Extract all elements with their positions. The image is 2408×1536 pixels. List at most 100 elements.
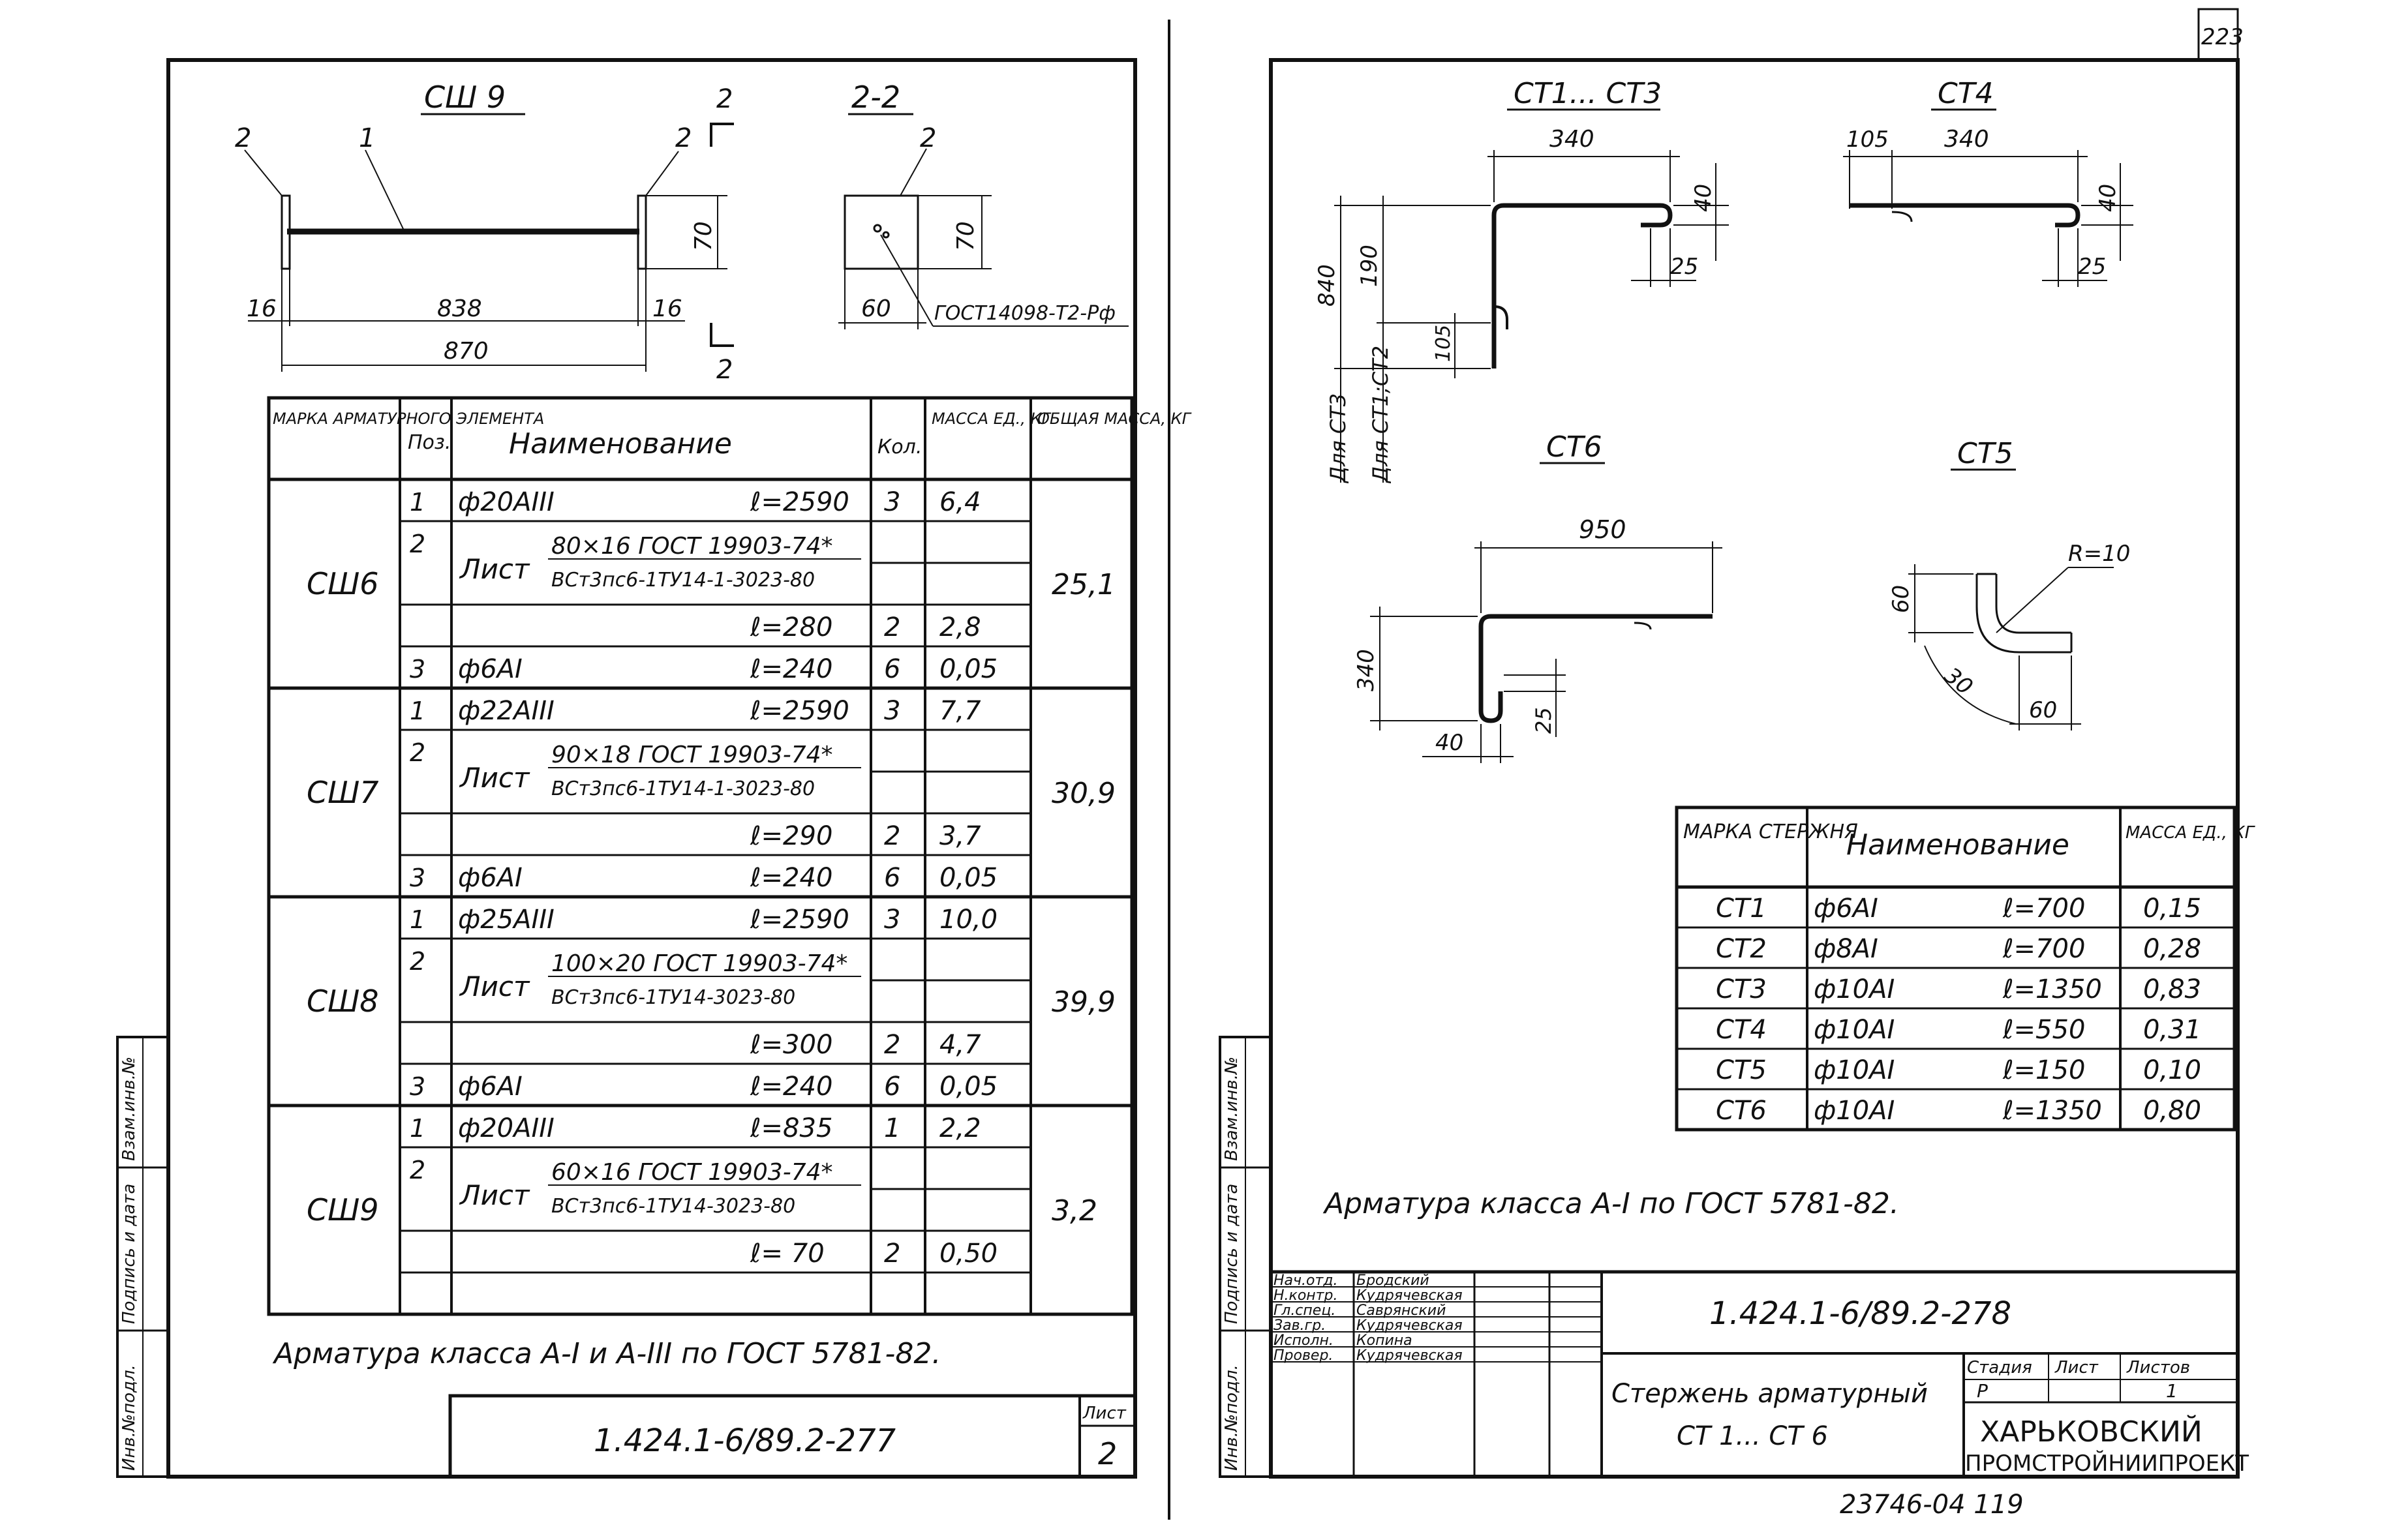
sheet-number-stamp: 223 xyxy=(2201,24,2244,50)
bom-group-total: 39,9 xyxy=(1052,986,1116,1019)
bom-qty: 2 xyxy=(884,1030,900,1060)
section-title: 2-2 xyxy=(851,80,900,115)
st1-dim-105: 105 xyxy=(1432,325,1455,362)
rod-mass: 0,28 xyxy=(2143,934,2201,964)
left-sheet-label: Лист xyxy=(1082,1404,1127,1423)
stage-value: Р xyxy=(1977,1380,1988,1402)
bom-spec: 100×20 ГОСТ 19903-74* xyxy=(551,950,847,977)
rod-name: ф10АI xyxy=(1814,1015,1895,1045)
bom-pos: 1 xyxy=(410,905,425,934)
header-name: Наименование xyxy=(509,427,732,460)
header-qty: Кол. xyxy=(877,436,922,459)
stage-label: Стадия xyxy=(1967,1358,2032,1378)
bom-group-total: 25,1 xyxy=(1052,568,1116,601)
signature-role: Гл.спец. xyxy=(1273,1303,1335,1319)
rod-length: ℓ=700 xyxy=(2002,894,2085,924)
header-mass-total: ОБЩАЯ МАССА, КГ xyxy=(1037,410,1192,428)
signature-role: Н.контр. xyxy=(1273,1288,1337,1304)
st6-dim-40: 40 xyxy=(1435,730,1463,756)
bom-mass: 3,7 xyxy=(939,821,981,851)
bom-spec2: ВСт3пс6-1ТУ14-3023-80 xyxy=(551,1195,795,1218)
signature-row: Нач.отд.Бродский xyxy=(1271,1272,1602,1289)
bom-length: ℓ=300 xyxy=(750,1030,832,1060)
bom-mass: 0,50 xyxy=(939,1239,998,1269)
signature-name: Бродский xyxy=(1356,1272,1429,1289)
right-drawing-code: 1.424.1-6/89.2-278 xyxy=(1709,1295,2011,1332)
bom-name: ф20АIII xyxy=(458,1113,555,1143)
bom-mass: 0,05 xyxy=(939,863,998,893)
rod-mark: СТ4 xyxy=(1716,1015,1767,1045)
cut-mark-top: 2 xyxy=(716,84,733,114)
bom-qty: 2 xyxy=(884,1239,900,1269)
bom-name: ф25АIII xyxy=(458,905,555,935)
bom-pos: 2 xyxy=(410,530,425,558)
st1-dim-25: 25 xyxy=(1670,254,1698,280)
bom-mass: 10,0 xyxy=(939,905,998,935)
signature-row: Провер.Кудрячевская xyxy=(1271,1348,1602,1364)
rod-name: ф10АI xyxy=(1814,1055,1895,1085)
signature-role: Зав.гр. xyxy=(1273,1318,1326,1334)
sketch-st1-st3: СТ1... СТ3 340 40 25 840 190 105 xyxy=(1314,77,1729,484)
bom-name: Лист xyxy=(459,553,530,585)
st1-dim-190: 190 xyxy=(1356,245,1382,287)
sketch-st6: СТ6 950 340 40 25 xyxy=(1353,430,1722,763)
bom-qty: 2 xyxy=(884,821,900,851)
bom-qty: 3 xyxy=(884,696,900,726)
rod-name: ф8АI xyxy=(1814,934,1878,964)
st4-dim-25: 25 xyxy=(2078,254,2106,280)
rod-mark: СТ2 xyxy=(1716,934,1767,964)
bom-qty: 3 xyxy=(884,905,900,935)
stamp-inv-podl: Инв.№подл. xyxy=(1222,1364,1242,1471)
left-title-block: 1.424.1-6/89.2-277 Лист 2 xyxy=(448,1394,1137,1479)
st6-dim-950: 950 xyxy=(1579,515,1626,544)
stamp-zam-inv: Взам.инв.№ xyxy=(119,1057,139,1161)
bom-pos: 3 xyxy=(410,1072,425,1101)
bom-name: Лист xyxy=(459,762,530,794)
pos2-right-label: 2 xyxy=(675,123,692,153)
rod-length: ℓ=550 xyxy=(2002,1015,2085,1045)
st1-side-label-st3: Для СТ3 xyxy=(1326,393,1350,484)
st5-dim-60-vert: 60 xyxy=(1888,585,1914,613)
st1-side-label-st12: Для СТ1;СТ2 xyxy=(1368,346,1393,484)
rod-length: ℓ=1350 xyxy=(2002,1096,2102,1126)
bom-group-total: 30,9 xyxy=(1052,777,1116,810)
bom-pos: 2 xyxy=(410,1156,425,1184)
bom-mass: 7,7 xyxy=(939,696,981,726)
bom-name: ф22АIII xyxy=(458,696,555,726)
bom-name: Лист xyxy=(459,971,530,1002)
header-mark: МАРКА АРМАТУРНОГО ЭЛЕМЕНТА xyxy=(273,410,544,428)
st1-dim-840: 840 xyxy=(1314,264,1340,307)
section-plate xyxy=(844,194,919,270)
section-dim-height: 70 xyxy=(953,221,979,251)
rod-mark: СТ1 xyxy=(1716,894,1767,924)
header-pos: Поз. xyxy=(408,431,451,454)
st4-dim-105: 105 xyxy=(1846,127,1889,153)
org-line-1: ХАРЬКОВСКИЙ xyxy=(1980,1414,2202,1449)
st5-dim-radius: R=10 xyxy=(2068,541,2130,567)
left-drawing-code: 1.424.1-6/89.2-277 xyxy=(594,1423,896,1459)
left-sheet: Взам.инв.№ Подпись и дата Инв.№подл. СШ … xyxy=(116,58,1192,1479)
pos2-left-label: 2 xyxy=(235,123,251,153)
st6-dim-25: 25 xyxy=(1531,707,1556,734)
bom-spec2: ВСт3пс6-1ТУ14-1-3023-80 xyxy=(551,777,815,800)
bom-group-mark: СШ6 xyxy=(307,566,379,601)
dim-end-left: 16 xyxy=(247,295,277,322)
rod-name: ф10АI xyxy=(1814,1096,1895,1126)
sketch-st1-st3-title: СТ1... СТ3 xyxy=(1514,77,1662,110)
bom-pos: 2 xyxy=(410,947,425,976)
right-sheet: 223 Взам.инв.№ Подпись и дата Инв.№подл.… xyxy=(1219,8,2256,1479)
bom-length: ℓ=280 xyxy=(750,612,832,642)
bom-spec2: ВСт3пс6-1ТУ14-1-3023-80 xyxy=(551,569,815,592)
bom-name: ф6АI xyxy=(458,1072,523,1102)
right-side-stamp: Взам.инв.№ Подпись и дата Инв.№подл. xyxy=(1219,1036,1272,1478)
